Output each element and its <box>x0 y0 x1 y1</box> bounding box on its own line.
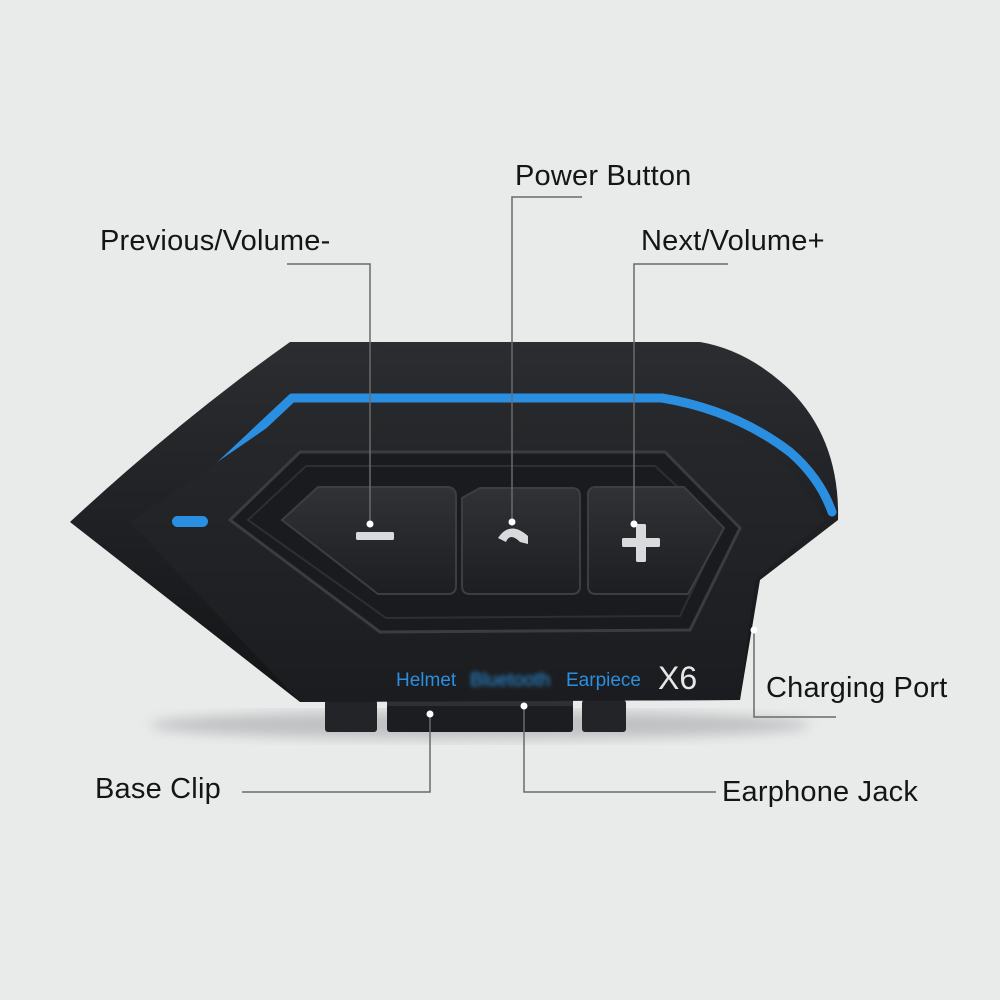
next-volume-label: Next/Volume+ <box>641 225 825 257</box>
base-clip-callout-line <box>242 714 431 793</box>
earphone-callout-line <box>523 706 716 793</box>
callout-lines <box>242 196 836 793</box>
brand-helmet: Helmet <box>396 670 457 691</box>
device-branding: Helmet Bluetooth Earpiece X6 <box>396 660 697 696</box>
charging-callout-line <box>753 630 836 718</box>
accent-stripe <box>155 393 837 527</box>
minus-icon <box>356 532 394 540</box>
next-volume-up-button[interactable] <box>587 486 726 595</box>
power-button[interactable] <box>461 487 581 595</box>
next-callout-line <box>633 263 728 522</box>
power-callout-line <box>511 196 582 520</box>
previous-volume-label: Previous/Volume- <box>100 225 331 257</box>
brand-earpiece: Earpiece <box>566 670 641 691</box>
model-name: X6 <box>658 660 697 696</box>
charging-port-label: Charging Port <box>766 672 948 704</box>
callout-dots <box>366 518 758 718</box>
previous-callout-line <box>287 263 371 522</box>
plus-icon <box>622 524 660 562</box>
earphone-jack-label: Earphone Jack <box>722 776 919 808</box>
previous-volume-down-button[interactable] <box>280 486 457 595</box>
power-button-label: Power Button <box>515 160 692 192</box>
brand-bluetooth: Bluetooth <box>470 670 550 691</box>
base-clip-label: Base Clip <box>95 773 221 805</box>
led-indicator <box>172 516 208 527</box>
phone-icon <box>498 528 528 544</box>
